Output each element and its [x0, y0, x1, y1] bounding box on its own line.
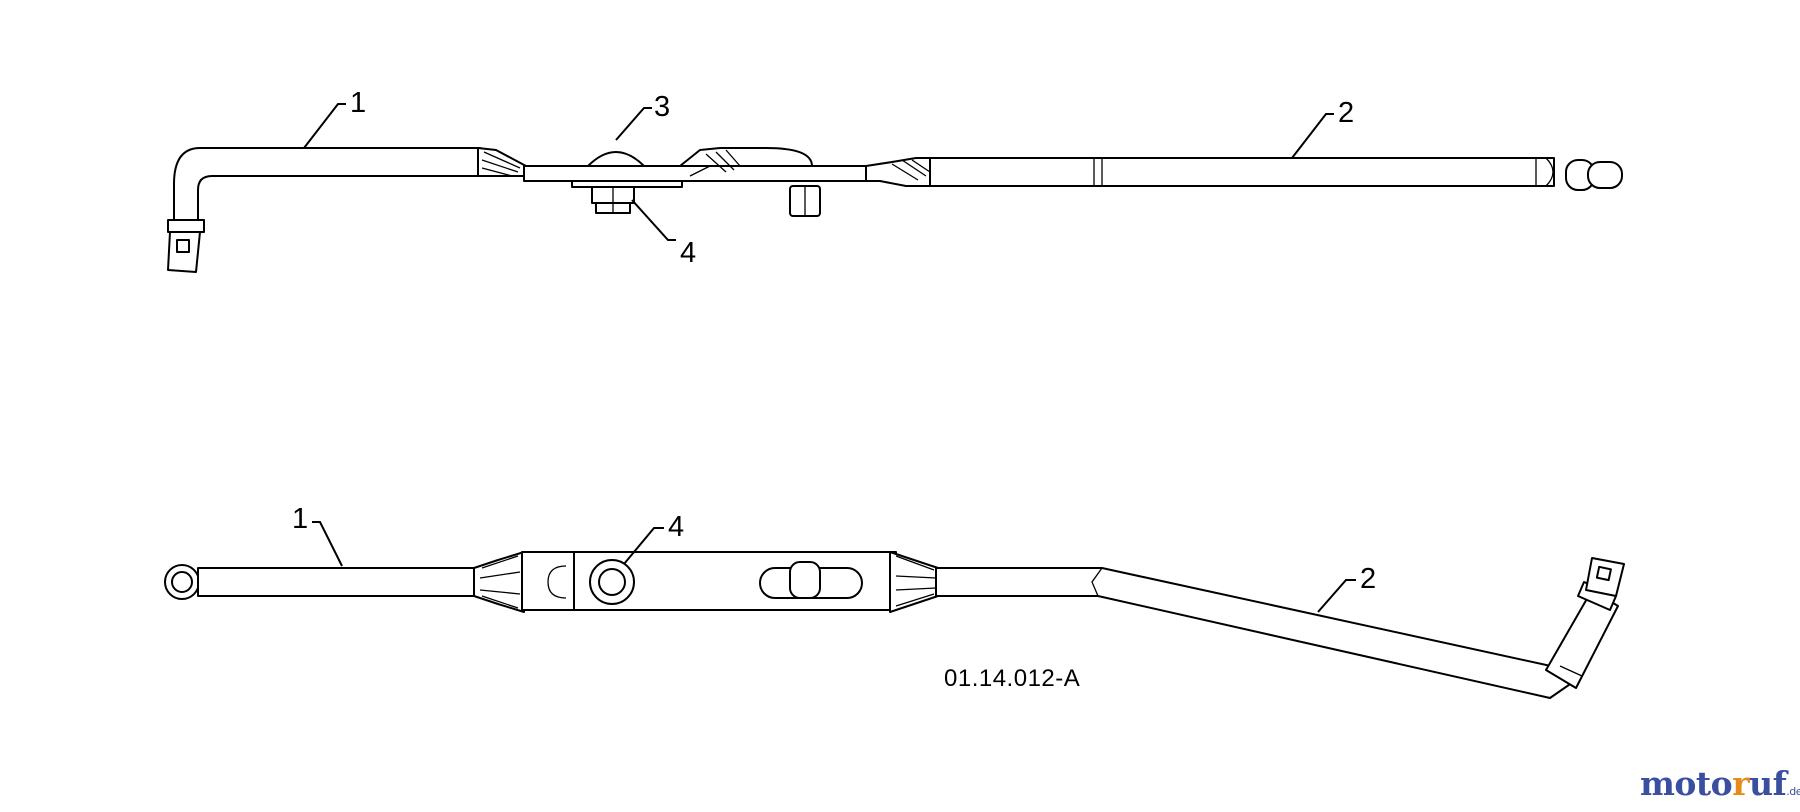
- logo-part-1: moto: [1640, 764, 1733, 803]
- upper-adjuster-plate: [523, 149, 869, 214]
- upper-leader-3: [615, 107, 652, 141]
- lower-callout-1: 1: [292, 503, 308, 535]
- carriage-bolt-head: [587, 151, 645, 167]
- upper-rod-part-1: [167, 147, 527, 273]
- lower-leader-1: [312, 521, 343, 567]
- lower-callout-2: 2: [1360, 563, 1376, 595]
- lower-rod-part-2: [935, 557, 1625, 699]
- upper-callout-1: 1: [350, 87, 366, 119]
- upper-rod-part-2: [679, 147, 1623, 217]
- upper-leader-4: [631, 199, 676, 241]
- logo-tld: .de: [1786, 785, 1800, 798]
- upper-leader-2: [1291, 113, 1334, 159]
- lower-leader-2: [1317, 579, 1356, 613]
- upper-callout-3: 3: [654, 91, 670, 123]
- drawing-code: 01.14.012-A: [944, 665, 1080, 692]
- lower-callout-4: 4: [668, 511, 684, 543]
- lower-adjuster-plate: [521, 551, 939, 613]
- watermark-logo: motoruf.de: [1640, 764, 1800, 803]
- slider-button: [789, 561, 821, 599]
- lower-assembly: [164, 551, 1625, 699]
- logo-part-2: r: [1732, 764, 1750, 803]
- upper-leader-1: [303, 103, 346, 149]
- upper-callout-4: 4: [680, 237, 696, 269]
- lower-rod-part-1: [197, 551, 525, 613]
- upper-assembly: [167, 147, 1623, 273]
- lower-leader-4: [623, 527, 664, 565]
- upper-callout-2: 2: [1338, 97, 1354, 129]
- logo-part-3: uf: [1749, 764, 1787, 803]
